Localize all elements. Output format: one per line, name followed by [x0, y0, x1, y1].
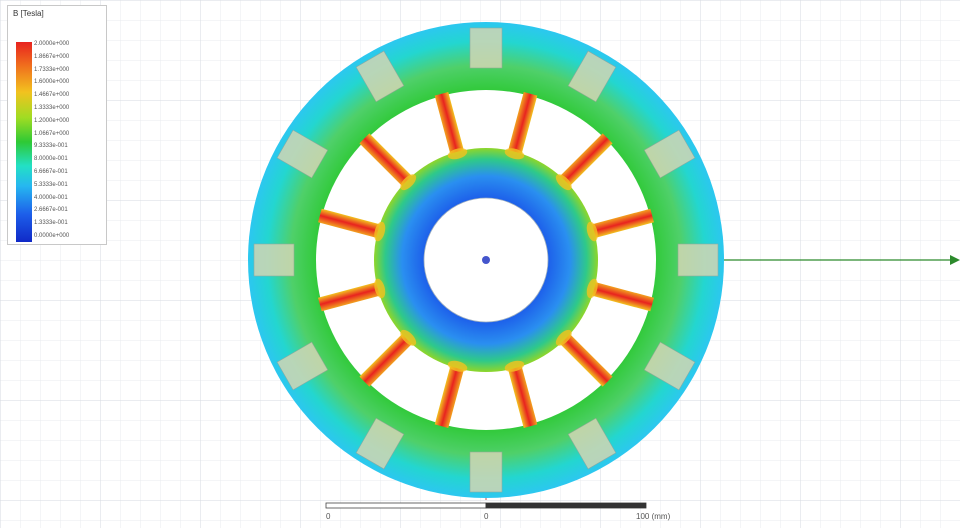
magnet-block [469, 451, 503, 493]
scale-bar-labels: 0 0 100 (mm) [326, 500, 670, 524]
stator-tooth [558, 133, 613, 188]
magnet-block [643, 341, 696, 391]
stator-tooth [507, 364, 538, 428]
flux-hotspot [447, 360, 468, 372]
flux-hotspot [374, 278, 386, 299]
flux-hotspot [555, 329, 572, 346]
magnet-block [677, 243, 719, 277]
flux-hotspot [400, 329, 417, 346]
stator-tooth [507, 92, 538, 156]
scale-label-mid: 0 [484, 512, 489, 521]
magnet-block [253, 243, 295, 277]
legend-value: 1.3333e+000 [34, 105, 70, 111]
flux-hotspot [555, 174, 572, 191]
legend-value: 5.3333e-001 [34, 181, 68, 188]
origin-dot-icon [482, 256, 490, 264]
legend-value: 6.6667e-001 [34, 169, 68, 175]
legend-value: 2.0000e+000 [34, 41, 70, 47]
legend-value: 8.0000e-001 [34, 156, 68, 163]
magnet-block [355, 50, 405, 103]
motor-cross-section [248, 22, 724, 498]
scale-label-left: 0 [326, 512, 331, 521]
stator-teeth [318, 92, 654, 428]
legend-color-bar [16, 42, 32, 242]
stator-tooth [590, 281, 654, 312]
legend-value: 1.6000e+000 [34, 79, 70, 86]
legend-value: 0.0000e+000 [34, 233, 70, 239]
stator-tooth [558, 332, 613, 387]
legend-value: 1.8667e+000 [34, 53, 70, 60]
flux-hotspot [586, 278, 598, 299]
magnet-block [276, 341, 329, 391]
arrow-right-icon [950, 255, 960, 265]
stator-tooth [434, 364, 465, 428]
magnet-block [643, 129, 696, 179]
legend-value: 2.6667e-001 [34, 207, 68, 214]
stator-tooth [590, 208, 654, 239]
stator-tooth [434, 92, 465, 156]
scale-label-right: 100 (mm) [636, 512, 671, 521]
field-legend[interactable]: B [Tesla] 2.0000e+000 1.8667e+000 1.7333e+… [7, 5, 107, 245]
flux-hotspot [586, 221, 598, 242]
legend-value: 1.7333e+000 [34, 66, 70, 73]
stator-tooth [359, 332, 414, 387]
legend-value: 9.3333e-001 [34, 143, 68, 150]
flux-hotspots [374, 148, 598, 372]
flux-hotspot [374, 221, 386, 242]
legend-value: 1.3333e-001 [34, 220, 68, 227]
magnet-block [567, 417, 617, 470]
flux-hotspot [400, 174, 417, 191]
magnet-block [469, 27, 503, 69]
stator-tooth [318, 281, 382, 312]
legend-value: 1.0667e+000 [34, 130, 70, 137]
flux-hotspot [504, 148, 525, 160]
stator-tooth [318, 208, 382, 239]
flux-hotspot [447, 148, 468, 160]
magnet-block [567, 50, 617, 103]
magnet-block [276, 129, 329, 179]
legend-title: B [Tesla] [13, 9, 44, 18]
legend-value: 4.0000e-001 [34, 194, 68, 201]
stator-tooth [359, 133, 414, 188]
magnet-blocks [253, 27, 719, 493]
scale-bar [325, 502, 647, 509]
flux-hotspot [504, 360, 525, 372]
legend-value: 1.2000e+000 [34, 117, 70, 124]
legend-value: 1.4667e+000 [34, 92, 70, 99]
magnet-block [355, 417, 405, 470]
